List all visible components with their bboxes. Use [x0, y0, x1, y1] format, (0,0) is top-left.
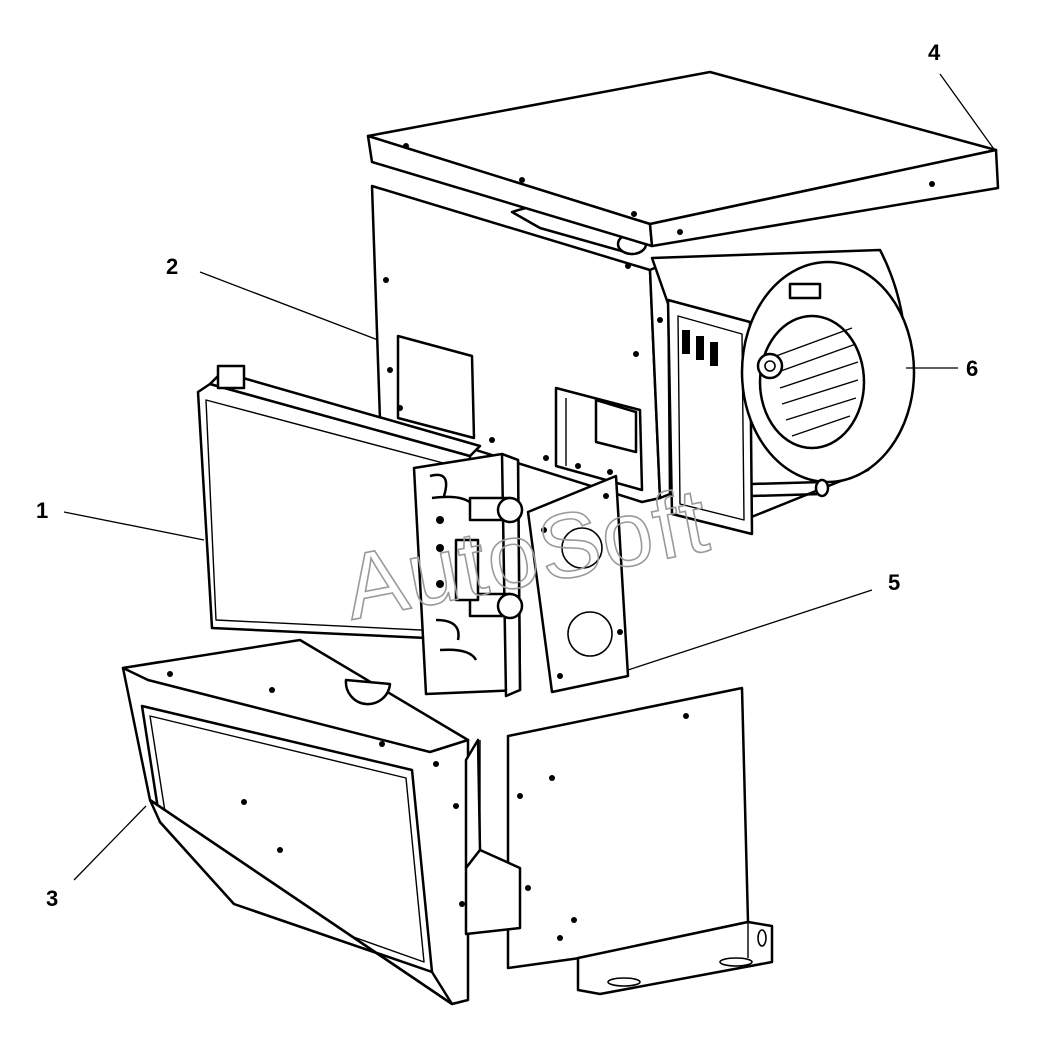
leader-line-5	[627, 589, 873, 671]
leader-line-1	[63, 511, 205, 541]
part-2-back-plate	[370, 184, 672, 504]
leader-line-2	[199, 271, 379, 341]
part-1-heater-core	[196, 364, 524, 698]
leader-line-3	[73, 805, 147, 881]
callout-6: 6	[966, 356, 978, 381]
leader-line-4	[939, 73, 997, 153]
callout-labels: 1 2 3 4 5 6	[36, 40, 978, 911]
part-5-gasket-plate	[526, 474, 630, 694]
leader-lines	[63, 73, 997, 881]
callout-3: 3	[46, 886, 58, 911]
callout-5: 5	[888, 570, 900, 595]
callout-1: 1	[36, 498, 48, 523]
callout-4: 4	[928, 40, 941, 65]
part-4-top-cover	[366, 70, 1000, 248]
callout-2: 2	[166, 254, 178, 279]
part-6-blower-fan	[510, 202, 916, 536]
part-3-lower-housing	[121, 638, 774, 1006]
